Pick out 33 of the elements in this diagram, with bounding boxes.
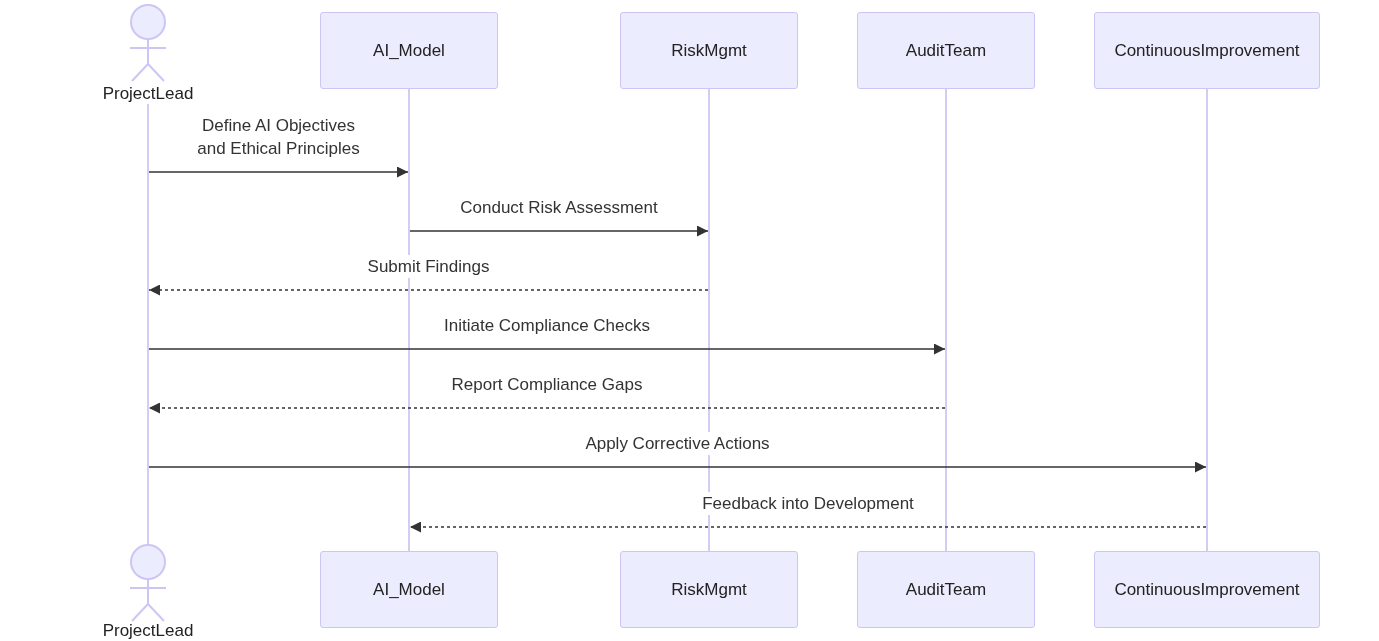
participant-name: RiskMgmt — [671, 40, 747, 61]
participant-name: AI_Model — [373, 579, 445, 600]
message-arrow — [409, 521, 1207, 533]
participant-box — [1094, 12, 1320, 89]
message-arrow — [148, 402, 946, 414]
participant-box — [857, 551, 1035, 628]
participant-box — [857, 12, 1035, 89]
lifeline — [1206, 89, 1208, 551]
participant-box — [1094, 551, 1320, 628]
lifeline — [945, 89, 947, 551]
message-label: Feedback into Development — [700, 492, 916, 515]
participant-name: ContinuousImprovement — [1114, 579, 1300, 600]
participant-name: ContinuousImprovement — [1114, 40, 1300, 61]
message-arrow — [148, 284, 709, 296]
participant-box — [320, 12, 498, 89]
message-label: Apply Corrective Actions — [583, 432, 772, 455]
participant-name: RiskMgmt — [671, 579, 747, 600]
participant-name: ProjectLead — [101, 84, 195, 104]
participant-name: AuditTeam — [905, 579, 987, 600]
message-arrow — [148, 166, 409, 178]
message-label: Submit Findings — [365, 255, 492, 278]
participant-name: AI_Model — [373, 40, 445, 61]
participant-name: ProjectLead — [101, 621, 195, 641]
participant-name: AuditTeam — [905, 40, 987, 61]
participant-box — [320, 551, 498, 628]
message-arrow — [148, 461, 1207, 473]
participant-box — [620, 551, 798, 628]
lifeline — [408, 89, 410, 551]
lifeline — [708, 89, 710, 551]
lifeline — [147, 104, 149, 544]
participant-box — [620, 12, 798, 89]
message-arrow — [409, 225, 709, 237]
message-arrow — [148, 343, 946, 355]
